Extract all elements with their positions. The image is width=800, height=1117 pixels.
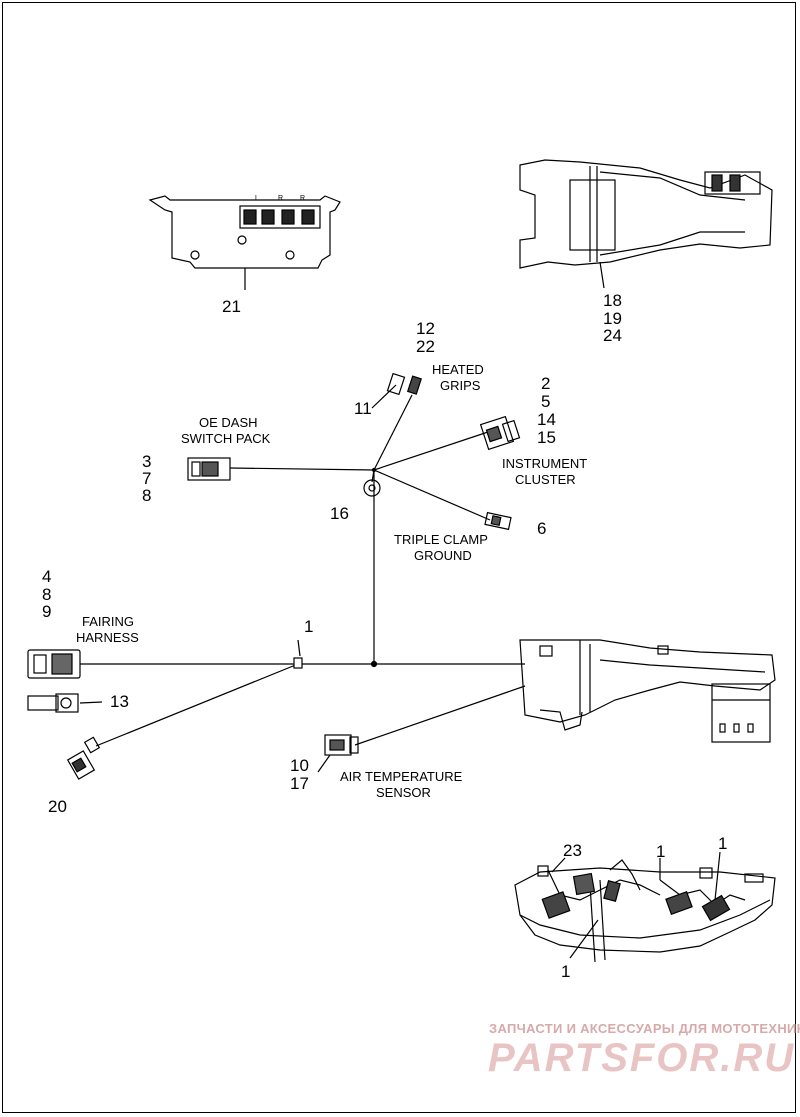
heated-grips-connectors <box>386 372 422 396</box>
splice-clip <box>293 639 303 669</box>
air-temperature-sensor-connector <box>317 734 359 773</box>
callout-18: 18 <box>603 291 622 310</box>
callout-17: 17 <box>290 774 309 793</box>
upper-fairing-bracket <box>519 159 773 289</box>
caption-triple-line2: GROUND <box>414 548 472 563</box>
callout-8-dash: 8 <box>142 486 152 505</box>
callout-8-fairing: 8 <box>42 585 52 604</box>
callout-22: 22 <box>416 337 435 356</box>
caption-heated-line2: GRIPS <box>440 378 481 393</box>
callout-6: 6 <box>537 519 547 538</box>
callout-5: 5 <box>541 392 551 411</box>
callout-2: 2 <box>541 374 551 393</box>
caption-fairing-line1: FAIRING <box>82 614 135 629</box>
callout-4: 4 <box>42 567 52 586</box>
callout-23: 23 <box>563 841 582 860</box>
callout-14: 14 <box>537 410 556 429</box>
callout-13: 13 <box>110 692 129 711</box>
callout-24: 24 <box>603 326 622 345</box>
caption-triple-line1: TRIPLE CLAMP <box>394 532 488 547</box>
callout-11: 11 <box>354 399 372 418</box>
caption-air-line1: AIR TEMPERATURE <box>340 769 463 784</box>
caption-oe-line1: OE DASH <box>199 415 258 430</box>
callout-15: 15 <box>537 428 556 447</box>
switch-letter-l: L <box>255 195 259 202</box>
part-20-connector <box>66 736 101 780</box>
callout-1-view-right: 1 <box>718 834 728 853</box>
instrument-cluster-connector <box>479 415 521 451</box>
caption-heated-line1: HEATED <box>432 362 484 377</box>
caption-instrument-line1: INSTRUMENT <box>502 456 588 471</box>
part-13-terminal <box>27 693 79 713</box>
callout-7: 7 <box>142 469 152 488</box>
callout-1-view-bottom: 1 <box>561 962 571 981</box>
callout-12: 12 <box>416 319 435 338</box>
switch-letter-r1: R <box>278 195 284 202</box>
main-harness-wires <box>79 384 526 747</box>
oe-dash-connector <box>187 457 231 481</box>
triple-clamp-ground-connector <box>484 511 512 531</box>
switch-pack-bracket <box>148 195 341 290</box>
watermark-tagline: ЗАПЧАСТИ И АКСЕССУАРЫ ДЛЯ МОТОТЕХНИКИ <box>489 1021 800 1036</box>
caption-instrument-line2: CLUSTER <box>515 472 576 487</box>
lower-fairing-mount <box>519 639 776 743</box>
callout-20: 20 <box>48 797 67 816</box>
caption-fairing-line2: HARNESS <box>76 630 139 645</box>
callout-1-splice: 1 <box>304 617 314 636</box>
callout-16: 16 <box>330 504 349 523</box>
caption-oe-line2: SWITCH PACK <box>181 431 271 446</box>
ground-ring-terminal <box>363 479 381 497</box>
callout-21: 21 <box>222 297 241 316</box>
callout-9: 9 <box>42 602 52 621</box>
switch-letter-r2: R <box>300 195 306 202</box>
caption-air-line2: SENSOR <box>376 785 431 800</box>
fairing-harness-connector <box>27 649 81 679</box>
callout-10: 10 <box>290 756 309 775</box>
assembled-fairing-view <box>514 851 776 963</box>
callout-19: 19 <box>603 309 622 328</box>
callout-1-view-mid: 1 <box>656 842 666 861</box>
watermark-logo: PARTSFOR.RU <box>488 1036 796 1080</box>
callout-3: 3 <box>142 452 152 471</box>
